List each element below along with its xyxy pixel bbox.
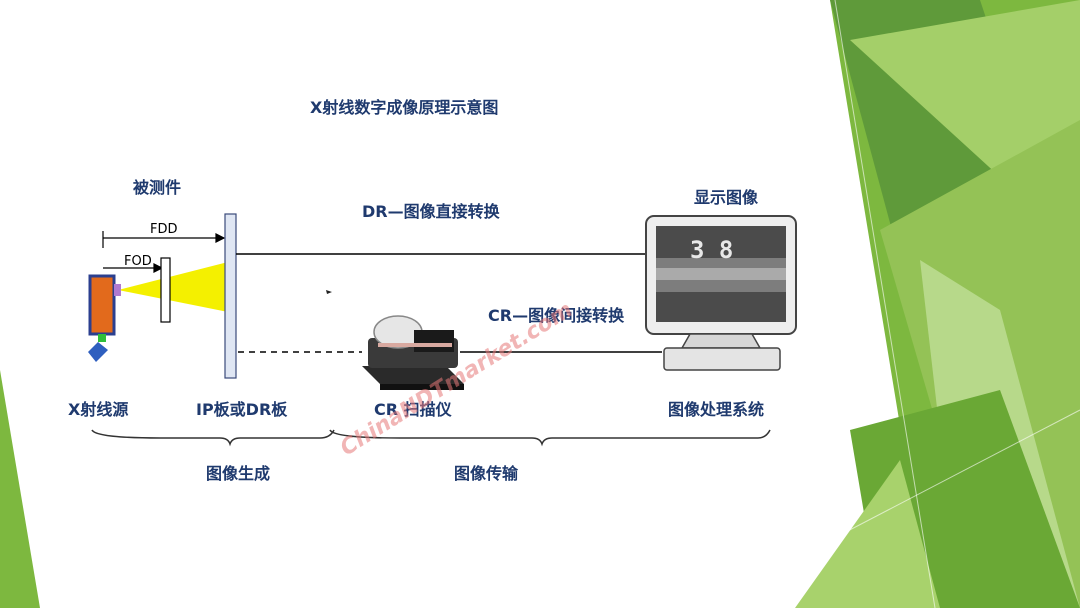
processing-label: 图像处理系统 xyxy=(668,400,765,419)
test-object-plate xyxy=(160,257,171,323)
xray-source-icon xyxy=(88,274,121,362)
fod-dimension-line xyxy=(103,263,164,273)
green-ribbon-decoration xyxy=(699,0,1080,608)
plate-label: IP板或DR板 xyxy=(196,400,288,419)
monitor-icon xyxy=(645,215,797,371)
diagram-title: X射线数字成像原理示意图 xyxy=(310,98,499,117)
fdd-label: FDD xyxy=(150,222,178,237)
generation-bracket xyxy=(91,429,335,447)
transmission-label: 图像传输 xyxy=(454,464,519,483)
cr-scanner-icon xyxy=(362,315,464,390)
source-label: X射线源 xyxy=(68,400,129,419)
dr-path-label: DR—图像直接转换 xyxy=(362,202,500,221)
fdd-dimension-line xyxy=(102,231,226,248)
cr-path-label: CR—图像间接转换 xyxy=(488,306,625,325)
fod-label: FOD xyxy=(124,254,152,269)
generation-label: 图像生成 xyxy=(206,464,271,483)
ip-dr-plate xyxy=(224,213,237,379)
transmission-bracket xyxy=(329,429,771,447)
monitor-digits: 3 8 xyxy=(690,236,734,264)
object-label: 被测件 xyxy=(133,178,182,197)
left-green-decoration xyxy=(0,370,40,608)
display-label: 显示图像 xyxy=(694,188,759,207)
cursor-mark xyxy=(326,290,332,294)
xray-beam xyxy=(118,262,228,312)
scanner-label: CR 扫描仪 xyxy=(374,400,452,419)
